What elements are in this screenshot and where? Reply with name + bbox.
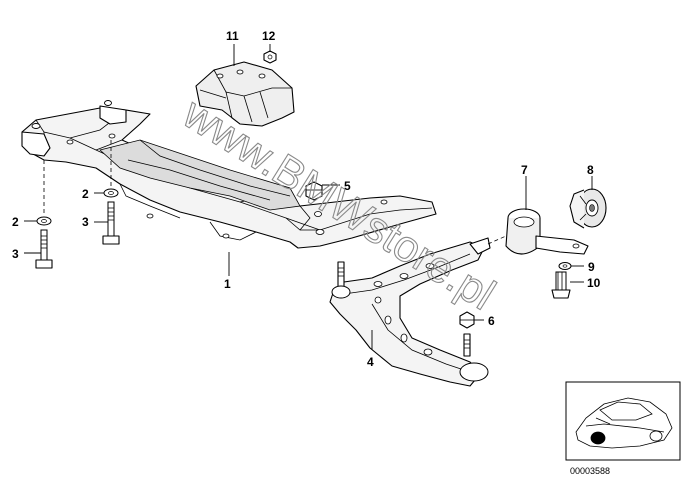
bolt-3-center bbox=[102, 201, 120, 245]
rubber-mount-bushing bbox=[569, 188, 607, 229]
callout-7: 7 bbox=[521, 163, 528, 177]
callout-4: 4 bbox=[367, 355, 374, 369]
bolt-3-left bbox=[35, 229, 53, 269]
vehicle-location-inset bbox=[565, 381, 681, 461]
bolt-10 bbox=[551, 271, 571, 299]
callout-3-center: 3 bbox=[82, 215, 89, 229]
wishbone-control-arm bbox=[329, 237, 491, 387]
heat-shield bbox=[195, 61, 295, 127]
mount-bracket bbox=[505, 208, 589, 255]
washer-2-center bbox=[103, 188, 119, 198]
callout-3-left: 3 bbox=[12, 247, 19, 261]
washer-2-left bbox=[36, 216, 52, 226]
hex-nut-5 bbox=[305, 181, 323, 201]
callout-labels: 1 2 2 3 3 4 5 6 7 8 9 10 11 12 bbox=[12, 29, 601, 369]
hex-nut-12 bbox=[263, 50, 277, 64]
washer-9 bbox=[558, 262, 572, 270]
diagram-number: 00003588 bbox=[570, 466, 610, 476]
callout-6: 6 bbox=[488, 314, 495, 328]
callout-9: 9 bbox=[588, 260, 595, 274]
front-axle-carrier bbox=[21, 100, 437, 249]
callout-5: 5 bbox=[344, 179, 351, 193]
hex-nut-6 bbox=[459, 311, 475, 329]
callout-10: 10 bbox=[587, 276, 601, 290]
leader-lines bbox=[24, 44, 593, 350]
callout-2-left: 2 bbox=[12, 215, 19, 229]
callout-1: 1 bbox=[224, 277, 231, 291]
callout-2-center: 2 bbox=[82, 187, 89, 201]
callout-8: 8 bbox=[587, 163, 594, 177]
callout-11: 11 bbox=[226, 29, 239, 43]
callout-12: 12 bbox=[262, 29, 276, 43]
